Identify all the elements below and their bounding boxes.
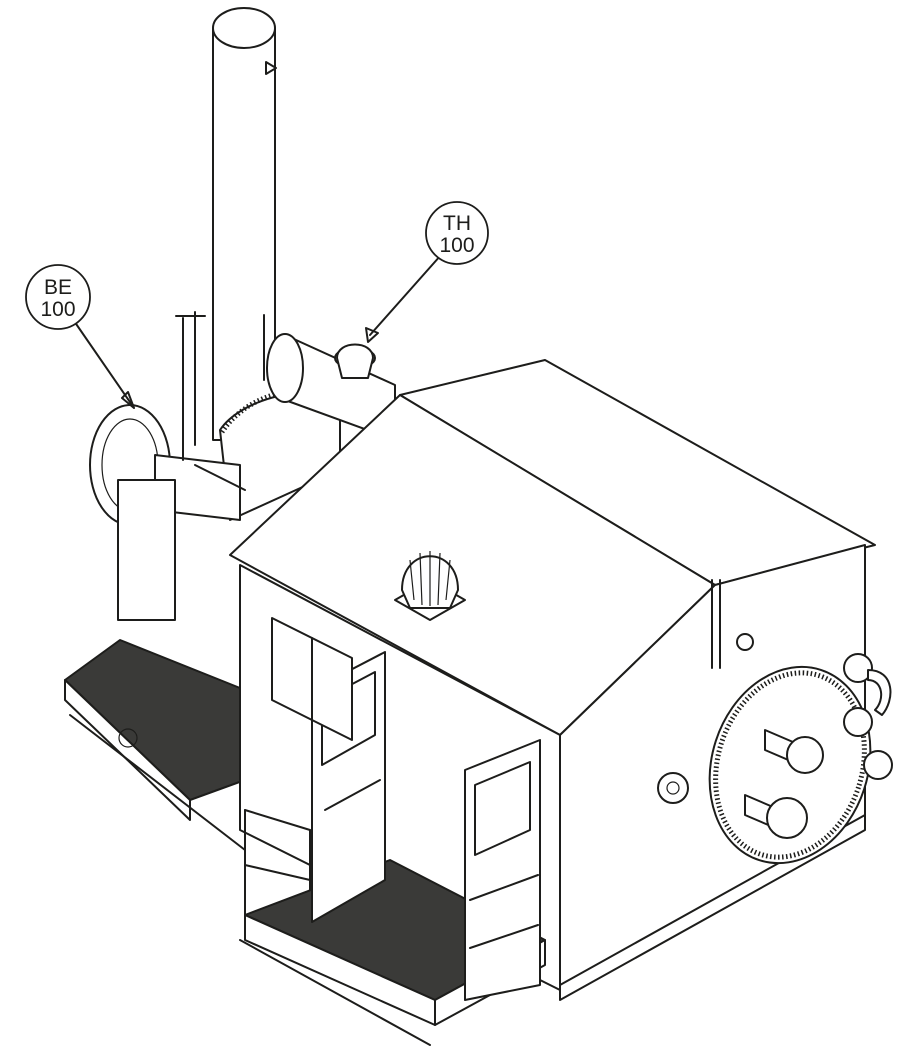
be-callout-line2: 100 (40, 298, 75, 321)
burner-housing (89, 311, 341, 621)
th-arrow (365, 327, 379, 343)
nozzle-4 (843, 707, 873, 737)
window-left-wall (271, 617, 353, 741)
th-callout-line2: 100 (439, 234, 474, 257)
callout-th: TH 100 (425, 201, 489, 265)
nozzle-5 (843, 653, 873, 683)
nozzle-3 (863, 750, 893, 780)
nozzle-2 (744, 794, 808, 839)
be-leader-line (71, 317, 133, 406)
th-leader-line (369, 254, 442, 336)
left-platform (64, 639, 246, 851)
right-open-door (464, 739, 541, 1001)
access-flange (657, 653, 893, 865)
callout-be: BE 100 (25, 264, 91, 330)
be-balloon-circle (25, 264, 91, 330)
th-callout-line1: TH (443, 212, 471, 235)
be-callout-line1: BE (44, 276, 72, 299)
nozzle-1 (764, 729, 824, 774)
top-tank (266, 333, 396, 441)
be-arrow (121, 391, 135, 409)
th-balloon-circle (425, 201, 489, 265)
